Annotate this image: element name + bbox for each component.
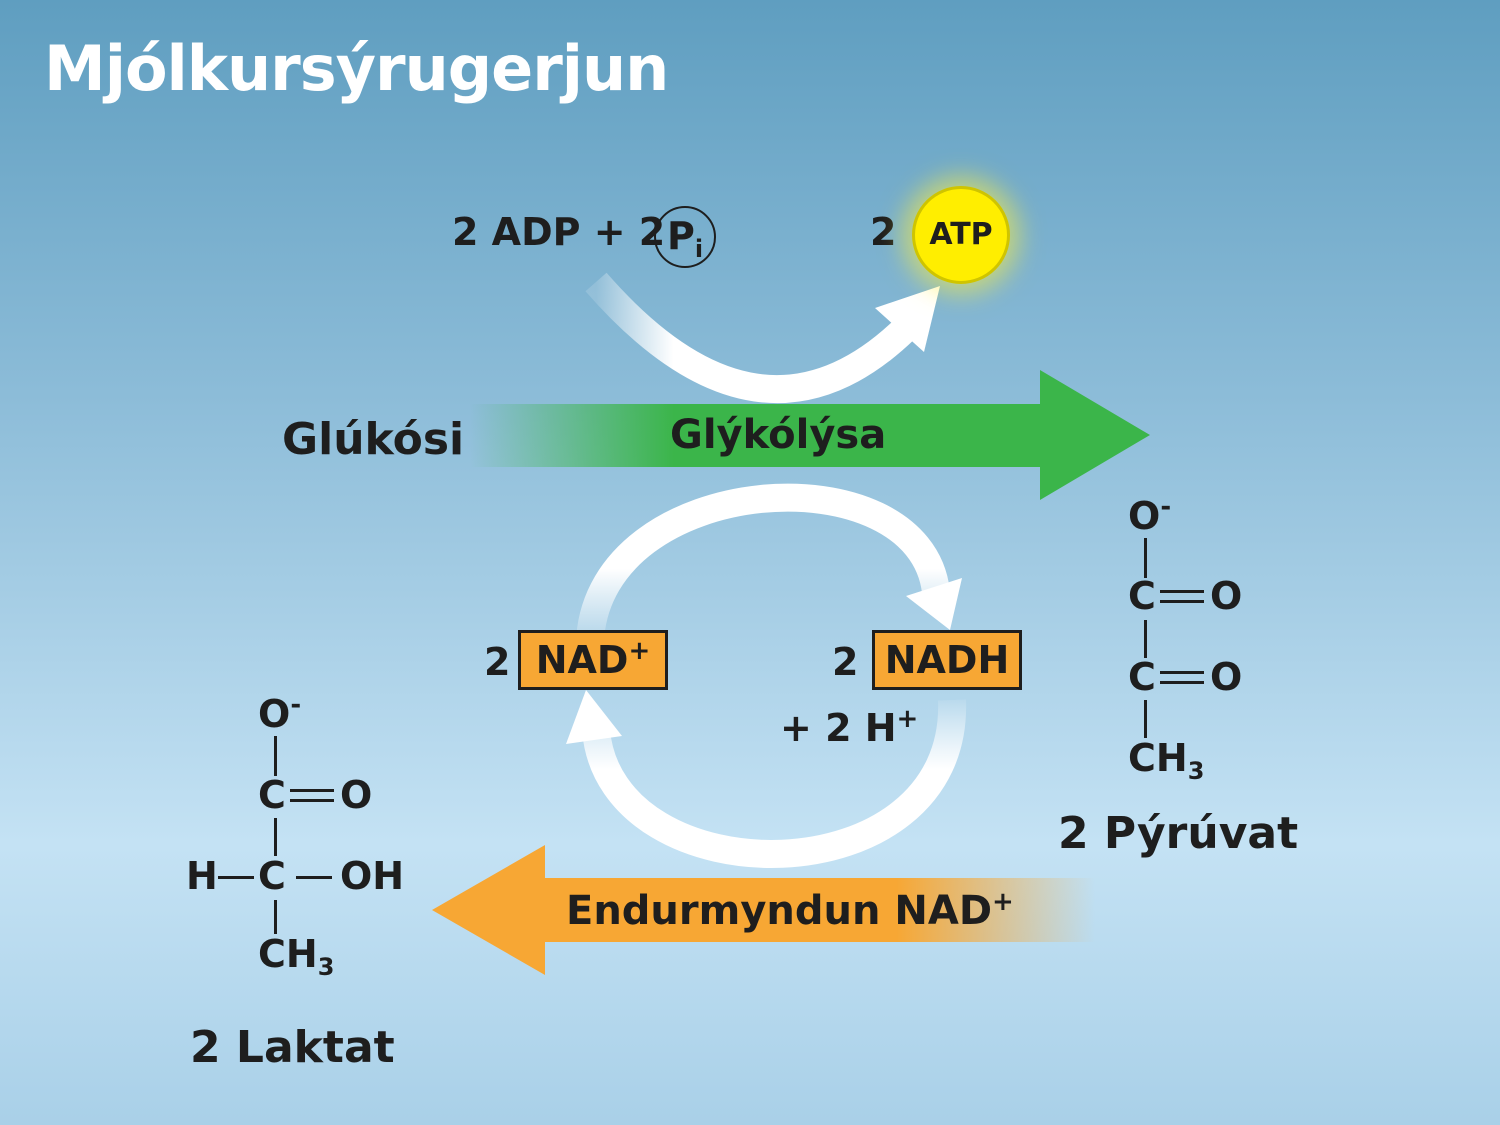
pyruvate-ch3-text: CH [1128,736,1188,780]
lactate-h-bond [218,876,254,879]
pyruvate-double-bond-1b [1160,600,1204,603]
phosphate-circle: Pi [654,206,716,268]
pyruvate-o1: O [1210,574,1243,618]
pyruvate-ch3-sub: 3 [1187,757,1205,785]
pyruvate-o-minus: O- [1128,492,1172,538]
lower-cycle-arrowhead [566,690,622,744]
pyruvate-bond-2 [1144,620,1147,658]
atp-circle: ATP [912,186,1010,284]
pyruvate-name: 2 Pýrúvat [1058,808,1299,859]
glycolysis-arrow [470,370,1150,500]
lactate-oh: OH [340,854,405,898]
lactate-o-charge: - [290,690,302,720]
page-title: Mjólkursýrugerjun [44,32,669,105]
lactate-name: 2 Laktat [190,1022,395,1073]
lactate-bond-1 [274,736,277,776]
pyruvate-o-charge: - [1160,492,1172,522]
lactate-oh-bond [296,876,332,879]
lactate-o1: O [340,773,373,817]
lactate-o-minus: O- [258,690,302,736]
lactate-h: H [186,854,218,898]
nadh-box: NADH [872,630,1022,690]
upper-cycle-arc [576,483,950,642]
regeneration-charge: + [992,887,1014,917]
pyruvate-c1: C [1128,574,1156,618]
regeneration-label: Endurmyndun NAD+ [566,887,1014,934]
hydrogen-charge: + [896,704,919,734]
lactate-c2: C [258,854,286,898]
lactate-ch3: CH3 [258,932,334,981]
lactate-ch3-text: CH [258,932,318,976]
nad-count: 2 [484,640,511,684]
adp-pi-label: 2 ADP + 2 [452,210,666,254]
lactate-bond-2 [274,818,277,856]
lactate-ch3-sub: 3 [317,953,335,981]
hydrogen-label: + 2 H+ [780,704,919,750]
regeneration-text: Endurmyndun NAD [566,888,993,934]
pyruvate-bond-1 [1144,538,1147,578]
phosphate-symbol: P [666,214,695,258]
nadh-count: 2 [832,640,859,684]
lower-cycle-arc [582,699,967,868]
hydrogen-text: + 2 H [780,706,897,750]
lactate-bond-3 [274,900,277,934]
pyruvate-ch3: CH3 [1128,736,1204,785]
atp-curve-arrow [585,272,916,404]
atp-curve-arrowhead [875,286,940,352]
lactate-double-bond-b [290,799,334,802]
lactate-o-symbol: O [258,692,291,736]
nad-charge: + [628,636,651,666]
pyruvate-c2: C [1128,655,1156,699]
pyruvate-double-bond-2b [1160,681,1204,684]
regeneration-arrow [432,845,1095,975]
upper-cycle-arrowhead [906,578,962,630]
pyruvate-o-symbol: O [1128,494,1161,538]
pyruvate-double-bond-1a [1160,590,1204,593]
lactate-double-bond-a [290,789,334,792]
glucose-label: Glúkósi [282,414,465,465]
phosphate-subscript: i [694,235,704,263]
pyruvate-bond-3 [1144,700,1147,738]
nad-label: NAD [535,638,629,682]
lactate-c1: C [258,773,286,817]
atp-count: 2 [870,210,897,254]
glycolysis-label: Glýkólýsa [670,412,887,458]
nad-box: NAD+ [518,630,668,690]
pyruvate-o2: O [1210,655,1243,699]
pyruvate-double-bond-2a [1160,671,1204,674]
